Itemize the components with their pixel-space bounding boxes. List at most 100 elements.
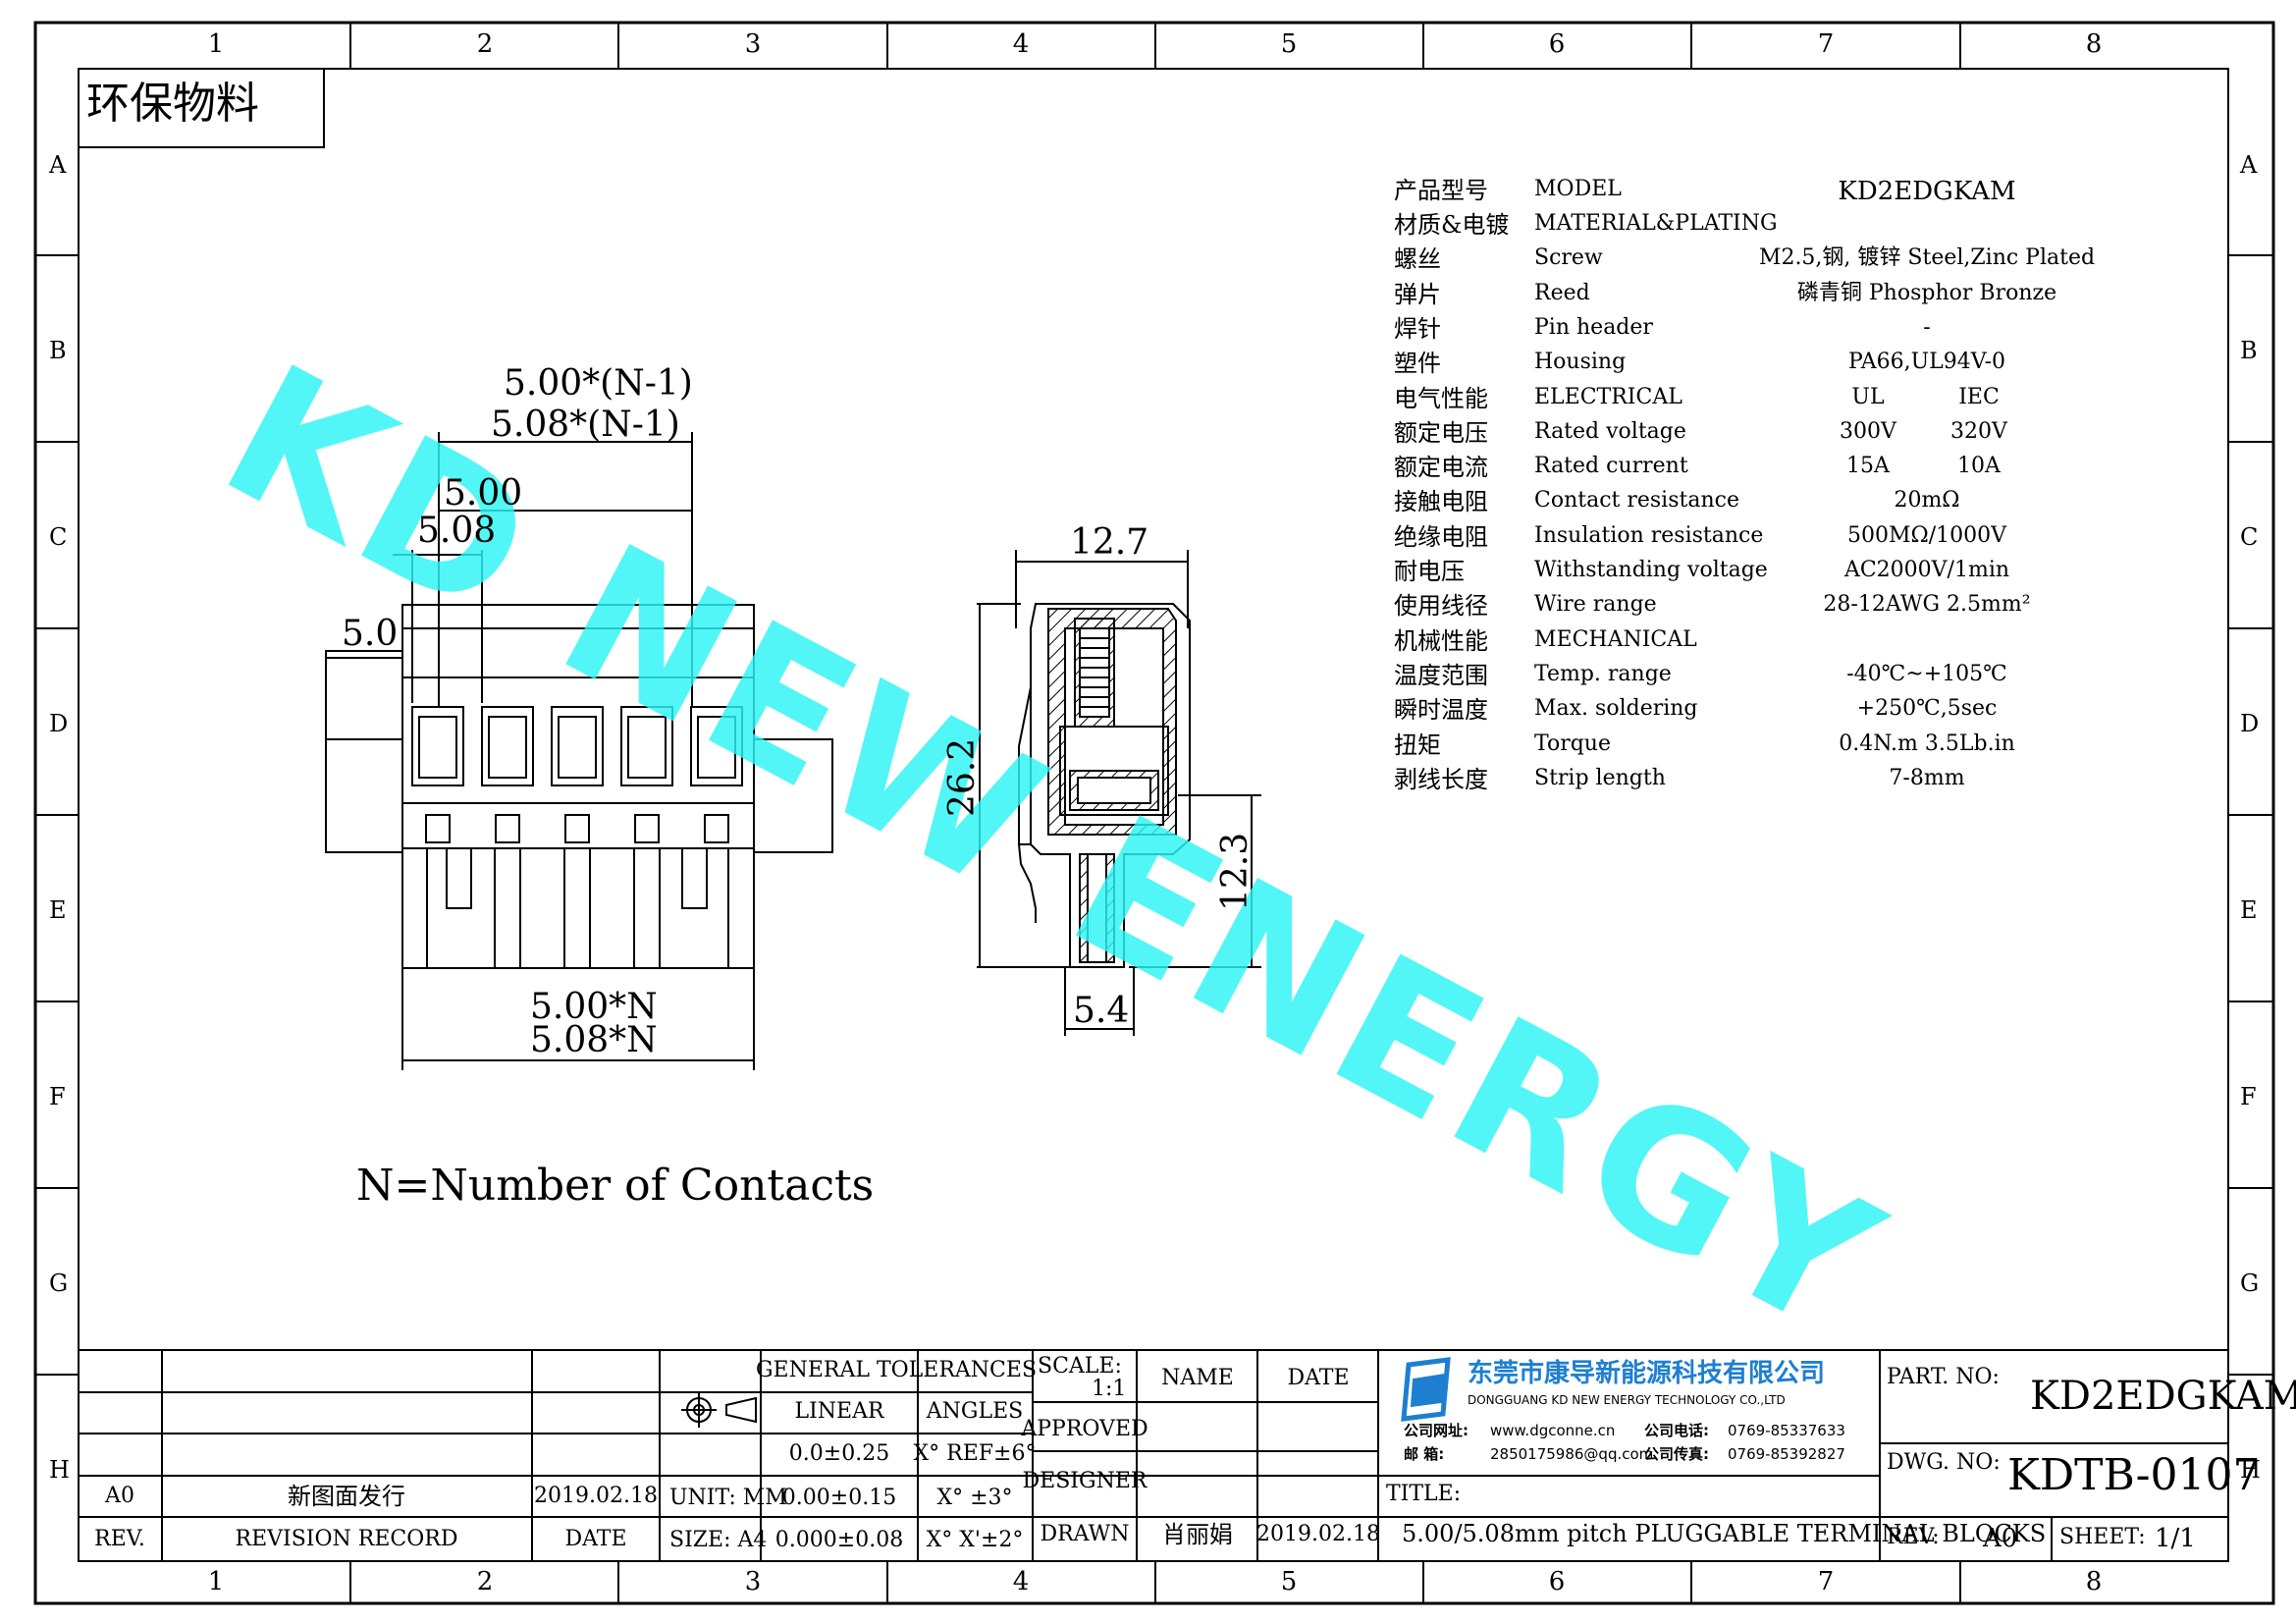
spec-en-label: Torque: [1534, 731, 1611, 756]
rev-header-record: REVISION RECORD: [235, 1527, 458, 1551]
zone-row-label: A: [2240, 151, 2258, 179]
zone-column-label: 4: [1012, 29, 1030, 59]
spec-cn-label: 产品型号: [1394, 177, 1488, 204]
zone-column-label: 2: [476, 1567, 494, 1596]
drawn-by-name: 肖丽娟: [1162, 1521, 1233, 1548]
angles-label: ANGLES: [926, 1399, 1024, 1424]
spec-cn-label: 焊针: [1394, 315, 1441, 343]
zone-row-label: E: [49, 896, 67, 924]
drawn-date: 2019.02.18: [1256, 1522, 1380, 1546]
spec-value-ul: 15A: [1846, 454, 1890, 478]
eco-material-stamp: 环保物料: [86, 79, 259, 129]
drawing-title: 5.00/5.08mm pitch PLUGGABLE TERMINAL BLO…: [1402, 1520, 2047, 1547]
tolerance-linear: 0.00±0.15: [781, 1486, 897, 1510]
name-column-label: NAME: [1161, 1366, 1234, 1390]
spec-en-label: Withstanding voltage: [1534, 558, 1768, 582]
title-label: TITLE:: [1386, 1482, 1462, 1506]
spec-en-label: MODEL: [1534, 177, 1622, 201]
spec-cn-label: 螺丝: [1394, 245, 1441, 273]
zone-column-label: 1: [207, 29, 225, 59]
rev-entry-rev: A0: [105, 1484, 134, 1508]
dwg-no-value: KDTB-0107: [2007, 1450, 2261, 1500]
spec-en-label: Wire range: [1534, 592, 1657, 617]
scale-label: SCALE:: [1038, 1354, 1122, 1379]
tolerance-angle: X° X'±2°: [926, 1528, 1024, 1552]
rev-label: REV:: [1887, 1525, 1940, 1549]
spec-cn-label: 使用线径: [1394, 592, 1488, 620]
zone-column-label: 6: [1548, 29, 1566, 59]
dim-side-width: 12.7: [1070, 522, 1149, 563]
zone-row-label: D: [2240, 710, 2260, 737]
projection-symbol: [681, 1392, 757, 1428]
zone-row-label: C: [49, 523, 68, 551]
spec-en-label: Temp. range: [1534, 662, 1672, 686]
zone-row-label: D: [49, 710, 69, 737]
zone-column-label: 5: [1280, 1567, 1298, 1596]
dim-total-width-508: 5.08*N: [530, 1020, 658, 1060]
spec-en-label: Insulation resistance: [1534, 523, 1764, 548]
fax-value: 0769-85392827: [1728, 1445, 1845, 1463]
zone-column-label: 8: [2085, 1567, 2103, 1596]
sheet-label: SHEET:: [2059, 1525, 2146, 1549]
contacts-note: N=Number of Contacts: [356, 1161, 875, 1211]
designer-label: DESIGNER: [1022, 1469, 1148, 1493]
website-label: 公司网址:: [1404, 1422, 1468, 1439]
rev-header-rev: REV.: [94, 1527, 145, 1551]
zone-row-label: F: [49, 1083, 66, 1110]
spec-value: -: [1923, 315, 1931, 340]
spec-en-label: Housing: [1534, 350, 1627, 374]
email-value: 2850175986@qq.com: [1490, 1445, 1654, 1463]
dim-pitch-total-500: 5.00*(N-1): [504, 363, 693, 404]
rev-entry-record: 新图面发行: [288, 1483, 405, 1510]
spec-value: 500MΩ/1000V: [1846, 523, 2007, 548]
title-block-grid: [79, 1349, 2228, 1561]
zone-column-label: 7: [1817, 1567, 1835, 1596]
spec-cn-label: 机械性能: [1394, 627, 1488, 655]
dim-total-width-500: 5.00*N: [530, 987, 658, 1027]
phone-label: 公司电话:: [1644, 1422, 1709, 1439]
spec-value: +250℃,5sec: [1856, 696, 1998, 721]
tolerance-angle: X° ±3°: [936, 1486, 1013, 1510]
zone-row-label: B: [49, 337, 67, 364]
website-value: www.dgconne.cn: [1490, 1422, 1616, 1439]
spec-value-iec: 10A: [1957, 454, 2001, 478]
zone-row-label: H: [49, 1456, 70, 1484]
spec-cn-label: 扭矩: [1394, 731, 1441, 759]
spec-en-label: MECHANICAL: [1534, 627, 1697, 652]
row-zone-ticks: [35, 254, 2273, 1376]
zone-column-label: 5: [1280, 29, 1298, 59]
dim-pitch-total-508: 5.08*(N-1): [491, 405, 680, 445]
zone-column-label: 6: [1548, 1567, 1566, 1596]
spec-cn-label: 剥线长度: [1394, 766, 1488, 793]
company-name-en: DONGGUANG KD NEW ENERGY TECHNOLOGY CO.,L…: [1468, 1393, 1786, 1407]
rev-entry-date: 2019.02.18: [534, 1484, 658, 1508]
drawn-label: DRAWN: [1040, 1522, 1130, 1546]
rev-header-date: DATE: [564, 1527, 627, 1551]
spec-cn-label: 塑件: [1394, 350, 1441, 377]
spec-cn-label: 额定电压: [1394, 419, 1488, 447]
rev-value: A0: [1983, 1524, 2018, 1553]
zone-column-label: 1: [207, 1567, 225, 1596]
spec-value-iec: 320V: [1950, 419, 2007, 444]
spec-cn-label: 耐电压: [1394, 558, 1465, 585]
spec-en-label: Contact resistance: [1534, 488, 1739, 513]
zone-column-label: 3: [744, 29, 762, 59]
tolerance-linear: 0.0±0.25: [788, 1441, 890, 1466]
dwg-no-label: DWG. NO:: [1887, 1450, 2001, 1475]
spec-value: 0.4N.m 3.5Lb.in: [1839, 731, 2015, 756]
spec-en-label: Strip length: [1534, 766, 1666, 790]
linear-label: LINEAR: [794, 1399, 884, 1424]
tolerance-angle: X° REF±6°: [913, 1441, 1037, 1466]
zone-row-label: B: [2240, 337, 2258, 364]
spec-en-label: Rated voltage: [1534, 419, 1686, 444]
side-view-geometry: [977, 550, 1261, 1036]
email-label: 邮 箱:: [1404, 1445, 1445, 1463]
zone-column-label: 7: [1817, 29, 1835, 59]
spec-value-ul: UL: [1851, 385, 1885, 409]
fax-label: 公司传真:: [1644, 1445, 1709, 1463]
front-view-geometry: [325, 432, 833, 1070]
spec-value: 磷青铜 Phosphor Bronze: [1796, 281, 2057, 305]
spec-value-ul: 300V: [1840, 419, 1896, 444]
general-tolerances-label: GENERAL TOLERANCES: [755, 1358, 1038, 1382]
unit-label: UNIT: MM: [669, 1486, 787, 1510]
